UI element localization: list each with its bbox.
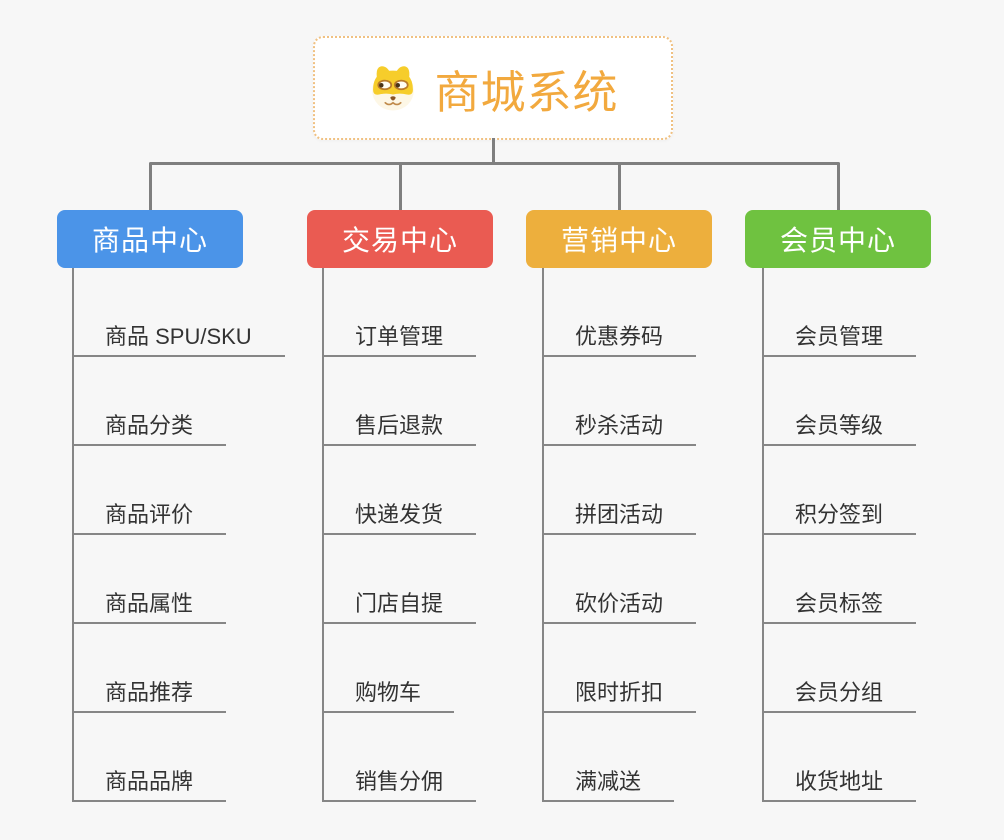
- child-item-shopping-cart[interactable]: 购物车: [324, 624, 455, 713]
- doge-icon: [367, 63, 419, 113]
- child-item-order-management[interactable]: 订单管理: [324, 268, 477, 357]
- child-item-shipping-address[interactable]: 收货地址: [764, 713, 917, 802]
- child-item-member-group[interactable]: 会员分组: [764, 624, 917, 713]
- child-item-product-attribute[interactable]: 商品属性: [74, 535, 227, 624]
- connector-drop-product: [149, 163, 152, 210]
- child-item-group-buy[interactable]: 拼团活动: [544, 446, 697, 535]
- child-item-member-management[interactable]: 会员管理: [764, 268, 917, 357]
- child-item-coupon-code[interactable]: 优惠券码: [544, 268, 697, 357]
- children-marketing-center: 优惠券码 秒杀活动 拼团活动 砍价活动 限时折扣 满减送: [542, 268, 697, 802]
- branch-box-marketing-center[interactable]: 营销中心: [526, 210, 712, 268]
- connector-root-stub: [492, 138, 495, 165]
- child-item-flash-sale[interactable]: 秒杀活动: [544, 357, 697, 446]
- root-title: 商城系统: [434, 66, 619, 118]
- connector-drop-member: [837, 163, 840, 210]
- branch-box-member-center[interactable]: 会员中心: [745, 210, 931, 268]
- children-member-center: 会员管理 会员等级 积分签到 会员标签 会员分组 收货地址: [762, 268, 917, 802]
- connector-drop-marketing: [618, 163, 621, 210]
- child-item-product-recommend[interactable]: 商品推荐: [74, 624, 227, 713]
- child-item-product-category[interactable]: 商品分类: [74, 357, 227, 446]
- branch-box-trade-center[interactable]: 交易中心: [307, 210, 493, 268]
- connector-trunk: [149, 162, 840, 165]
- child-item-full-reduction[interactable]: 满减送: [544, 713, 675, 802]
- child-item-member-tag[interactable]: 会员标签: [764, 535, 917, 624]
- connector-drop-trade: [399, 163, 402, 210]
- child-item-express-delivery[interactable]: 快递发货: [324, 446, 477, 535]
- child-item-product-brand[interactable]: 商品品牌: [74, 713, 227, 802]
- child-item-points-checkin[interactable]: 积分签到: [764, 446, 917, 535]
- branch-box-product-center[interactable]: 商品中心: [57, 210, 243, 268]
- child-item-product-review[interactable]: 商品评价: [74, 446, 227, 535]
- child-item-bargain-activity[interactable]: 砍价活动: [544, 535, 697, 624]
- children-trade-center: 订单管理 售后退款 快递发货 门店自提 购物车 销售分佣: [322, 268, 477, 802]
- child-item-member-level[interactable]: 会员等级: [764, 357, 917, 446]
- child-item-aftersale-refund[interactable]: 售后退款: [324, 357, 477, 446]
- child-item-product-spu-sku[interactable]: 商品 SPU/SKU: [74, 268, 285, 357]
- child-item-sales-commission[interactable]: 销售分佣: [324, 713, 477, 802]
- children-product-center: 商品 SPU/SKU 商品分类 商品评价 商品属性 商品推荐 商品品牌: [72, 268, 285, 802]
- child-item-limited-time-discount[interactable]: 限时折扣: [544, 624, 697, 713]
- child-item-store-pickup[interactable]: 门店自提: [324, 535, 477, 624]
- root-node[interactable]: 商城系统: [313, 36, 673, 140]
